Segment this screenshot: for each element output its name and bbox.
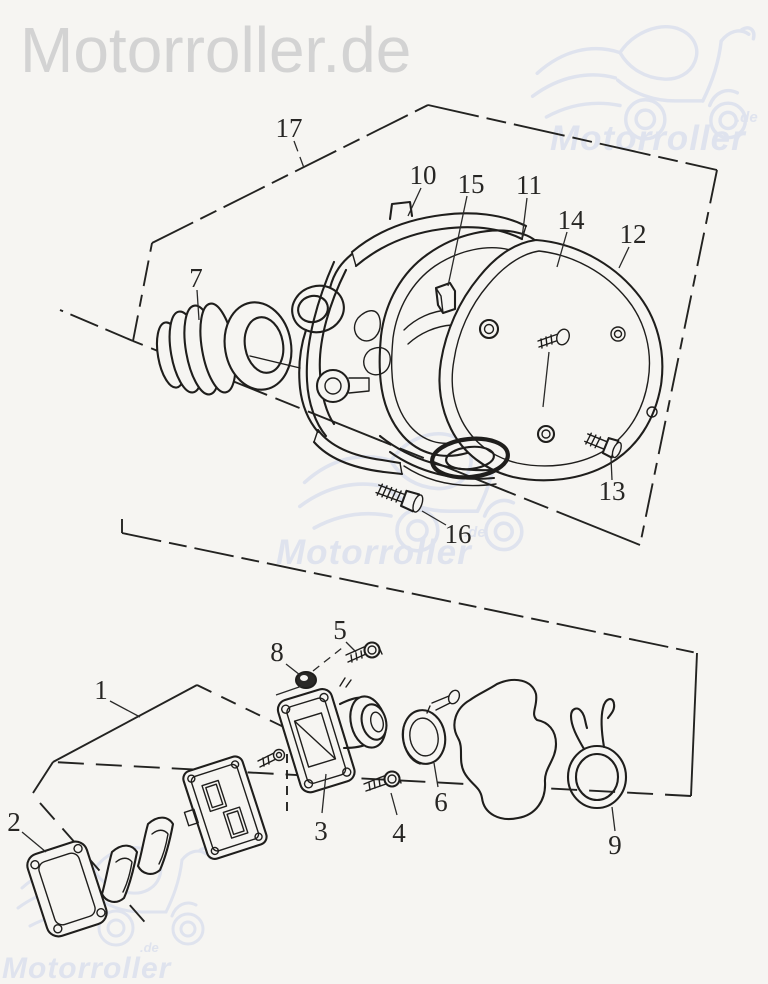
callout-2: 2 [7,807,21,837]
callout-6: 6 [434,787,448,817]
callout-13: 13 [599,476,626,506]
watermark-wordmark: Motorroller [550,119,747,158]
intake-manifold-assembly-group [26,641,628,938]
insulator-spacer [453,678,558,820]
reed-spacer-plates [100,816,175,903]
watermark-tld: .de [140,940,159,955]
callout-numbers: 1 2 3 4 5 6 7 8 9 10 11 12 13 14 15 16 1… [7,113,646,860]
callout-15: 15 [458,169,485,199]
screw-part-16 [375,483,424,513]
callout-1: 1 [94,675,108,705]
watermark-tld: .de [464,524,486,541]
intake-bellows-part-7 [155,301,301,396]
watermark-bottom-left: .de Motorroller [2,846,212,984]
intake-manifold-part-3 [276,677,388,794]
cover-screw [537,328,570,408]
stud-bolt [257,748,286,768]
callout-7: 7 [189,263,203,293]
watermark-tld: .de [736,109,758,126]
callout-11: 11 [516,170,542,200]
filter-cover-parts-14-12 [378,238,664,487]
hose-clamp-part-6 [401,689,461,765]
reed-valve-block [182,755,268,860]
watermark-wordmark: Motorroller [276,533,473,572]
watermark-wordmark: Motorroller [2,952,173,984]
callout-14: 14 [558,205,586,235]
screw-part-13 [584,432,622,459]
callout-16: 16 [445,519,472,549]
air-filter-assembly-group [155,200,664,513]
callout-5: 5 [333,615,347,645]
lower-panel-boundary [32,519,698,929]
flange-bolt-part-5 [345,641,383,663]
filter-housing-part-10 [291,200,528,476]
flange-bolt-part-4 [363,770,402,792]
callout-9: 9 [608,830,622,860]
callout-17: 17 [276,113,303,143]
callout-12: 12 [620,219,647,249]
gasket-part-2 [26,840,108,938]
seal-washer-part-8 [275,647,343,696]
watermark-middle: .de Motorroller [276,432,533,572]
watermark-top-right: .de Motorroller [530,25,758,158]
site-logo: Motorroller.de [20,14,411,86]
callout-3: 3 [314,816,328,846]
callout-leader-lines [21,140,630,853]
filter-element-part-15 [434,281,457,315]
callout-4: 4 [392,818,406,848]
wire-clip-part-9 [566,698,628,810]
callout-8: 8 [270,637,284,667]
callout-10: 10 [410,160,437,190]
